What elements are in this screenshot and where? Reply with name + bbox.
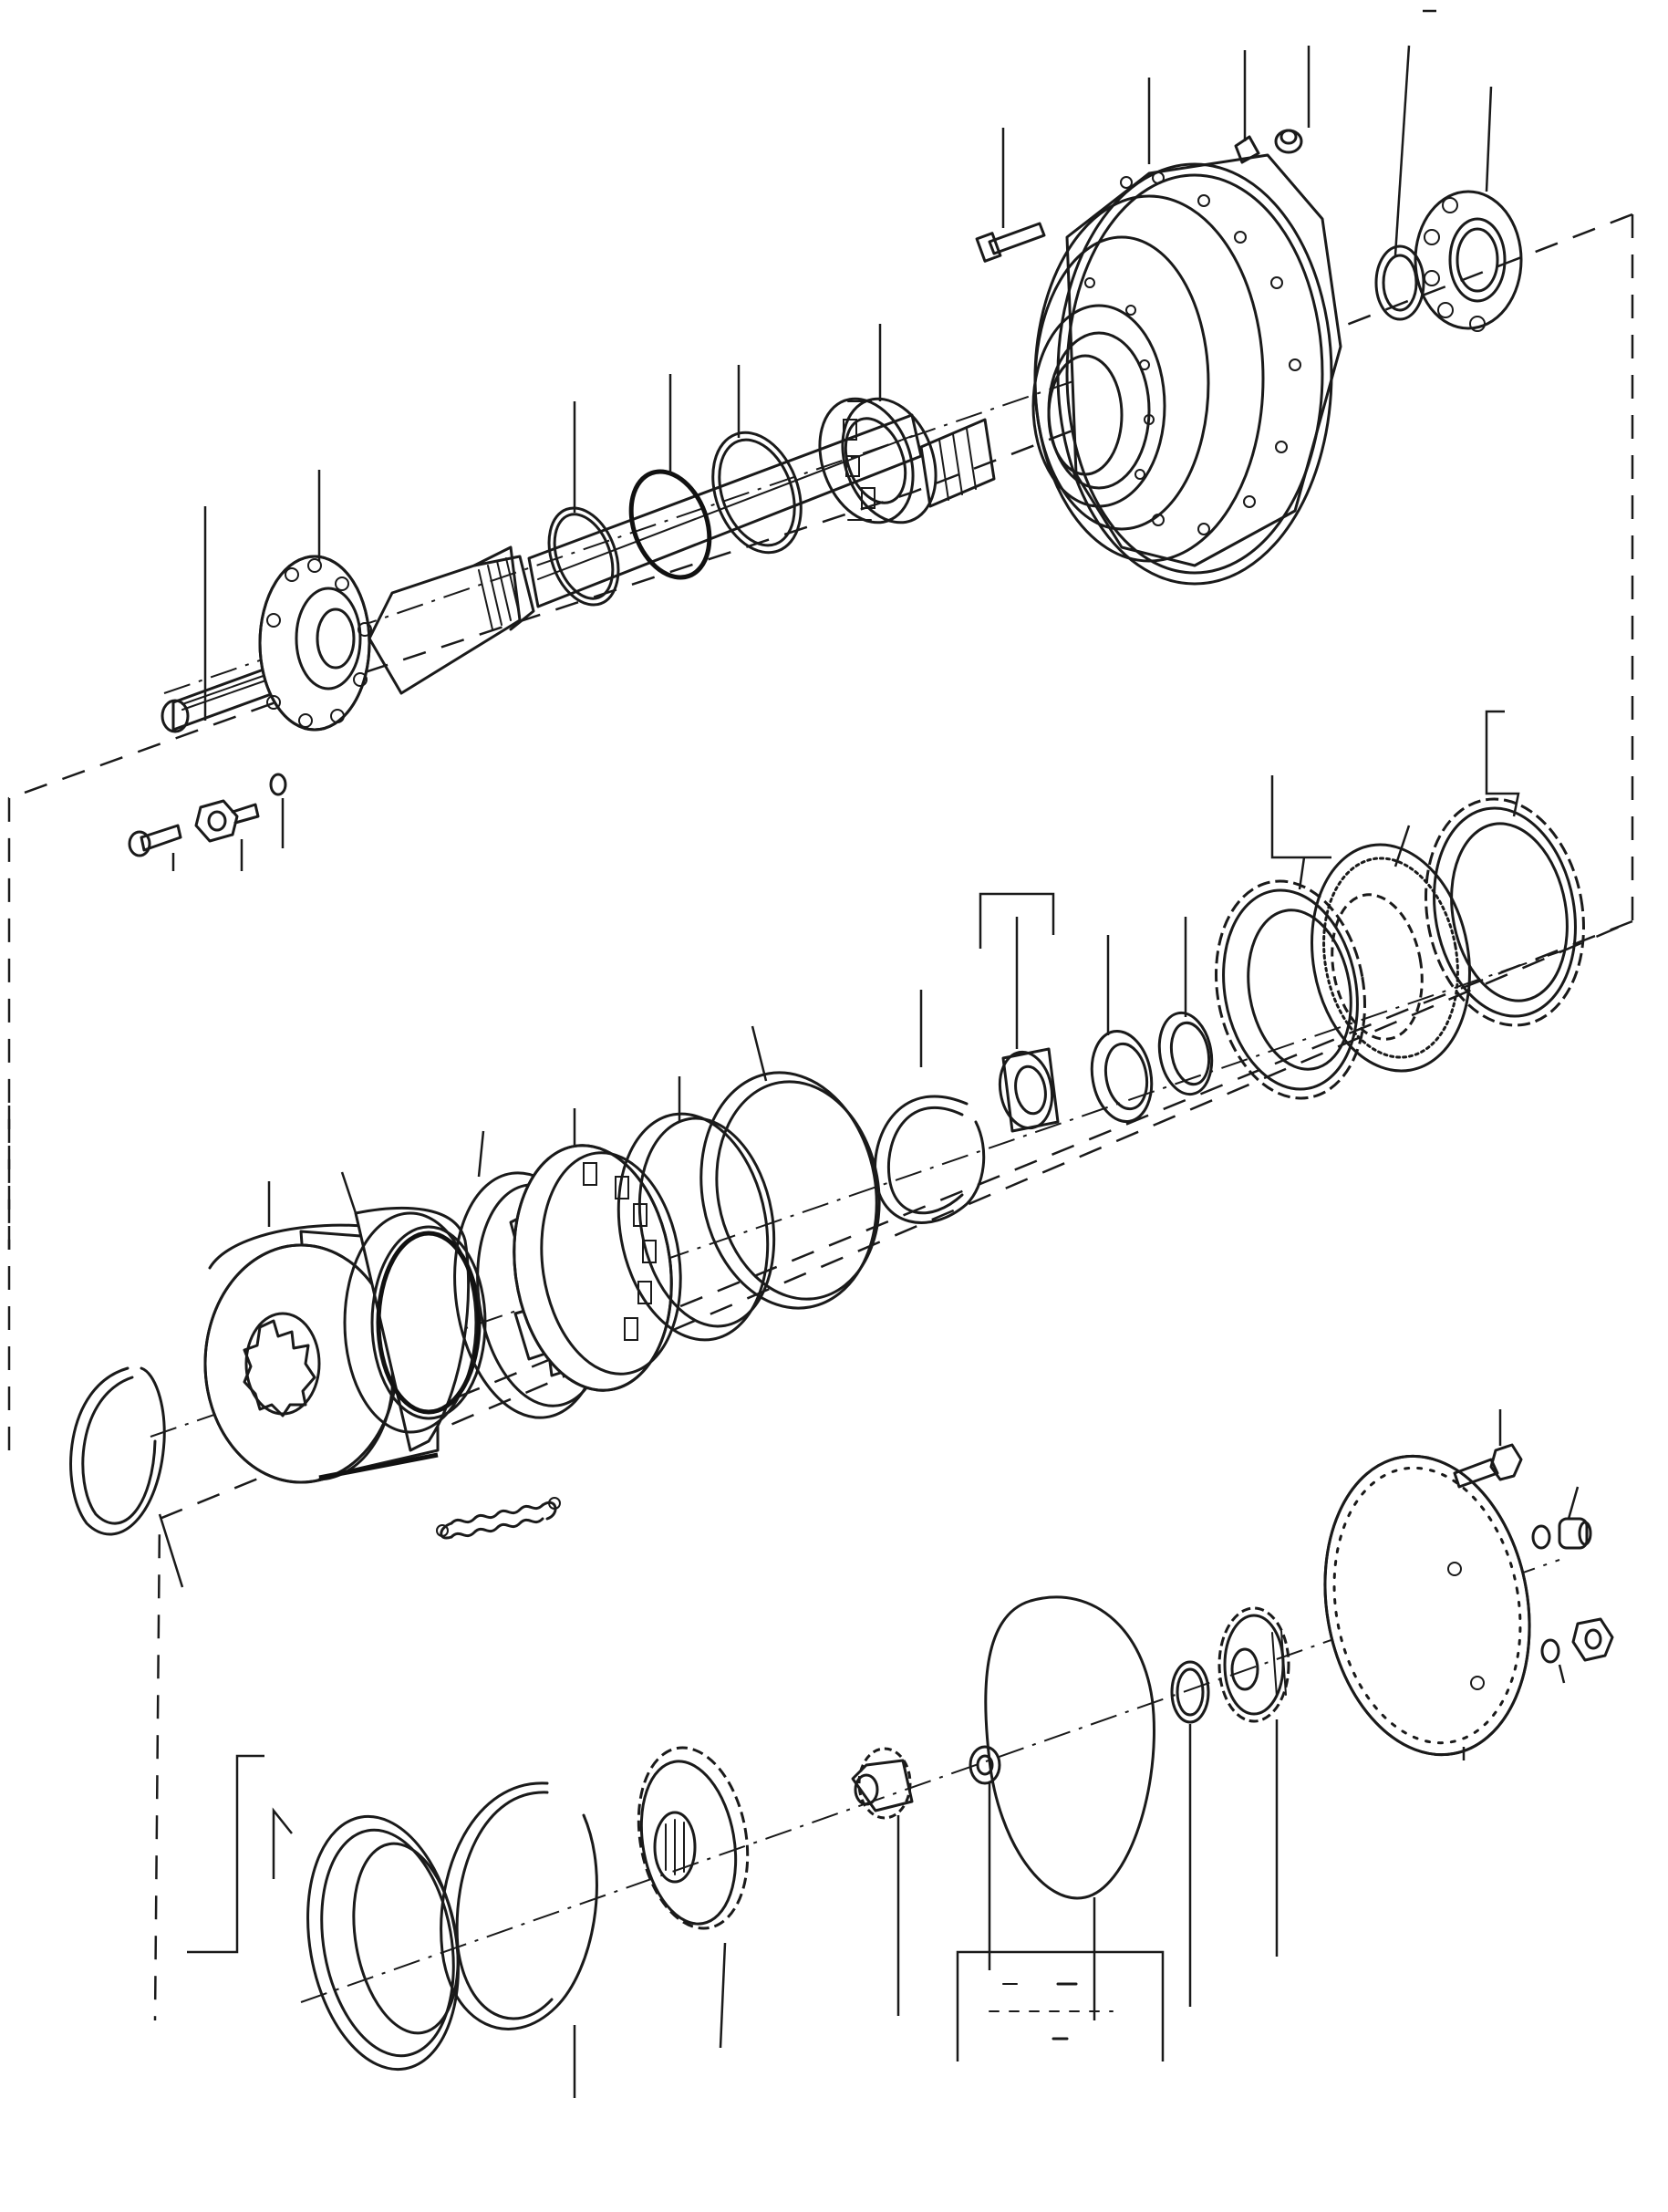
- output-shaft-flange: [161, 413, 923, 733]
- axis-line-lower: [300, 1559, 1560, 2003]
- clutch-friction-disc: [1311, 843, 1471, 1073]
- clutch-piston: [343, 1206, 487, 1452]
- piston-seal-ring-outer: [616, 1112, 776, 1342]
- planet-ring-gear: [637, 1746, 750, 1930]
- wheel-hub: [1031, 153, 1342, 586]
- hex-bolt-small: [128, 824, 182, 857]
- tab-washer-small: [969, 1745, 1001, 1785]
- ball-bearing-hub: [1414, 190, 1523, 332]
- o-ring-small: [547, 506, 620, 607]
- cover-bolt: [1453, 1443, 1523, 1489]
- snap-ring-small: [1170, 1660, 1210, 1724]
- wheel-stud: [975, 222, 1046, 263]
- seal-ring: [711, 431, 803, 555]
- thrust-ring-lower: [306, 1814, 460, 2072]
- clutch-steel-plate-external-teeth: [1215, 879, 1366, 1100]
- washer-small: [269, 773, 287, 796]
- clutch-steel-plate-outer: [1425, 797, 1585, 1027]
- o-ring-medium: [628, 469, 712, 580]
- plug-washer-upper: [1531, 1524, 1551, 1550]
- snap-ring-large: [69, 1366, 166, 1536]
- snap-ring-lower: [440, 1781, 598, 2030]
- plug-washer-lower: [1540, 1638, 1560, 1664]
- hex-nut-small: [194, 799, 260, 843]
- tapered-roller-bearing-upper: [818, 397, 938, 524]
- leader-lines-lower: [187, 1409, 1580, 2098]
- reference-box: [956, 1950, 1165, 2061]
- thrust-washer: [1157, 1011, 1214, 1096]
- section-boundary-middle: [7, 919, 1633, 2021]
- leader-lines-middle: [158, 710, 1520, 1588]
- splined-stub-shaft: [919, 418, 996, 508]
- sun-gear: [1217, 1606, 1290, 1723]
- leader-lines-upper: [171, 9, 1493, 871]
- adjusting-nut: [998, 1047, 1060, 1133]
- tension-spring: [436, 1497, 561, 1540]
- wheel-nut: [1274, 129, 1303, 154]
- thrust-washer-toothed: [1090, 1029, 1154, 1124]
- oil-plug-lower: [1571, 1617, 1614, 1662]
- planet-carrier-cover: [1323, 1454, 1531, 1757]
- oil-plug-upper: [1558, 1517, 1592, 1550]
- planet-pinion: [851, 1747, 914, 1820]
- thin-shim-disc: [984, 1595, 1155, 1900]
- spring-cage: [513, 1144, 682, 1392]
- snap-ring-middle: [874, 1095, 986, 1224]
- seal-ring-hub: [1374, 244, 1425, 321]
